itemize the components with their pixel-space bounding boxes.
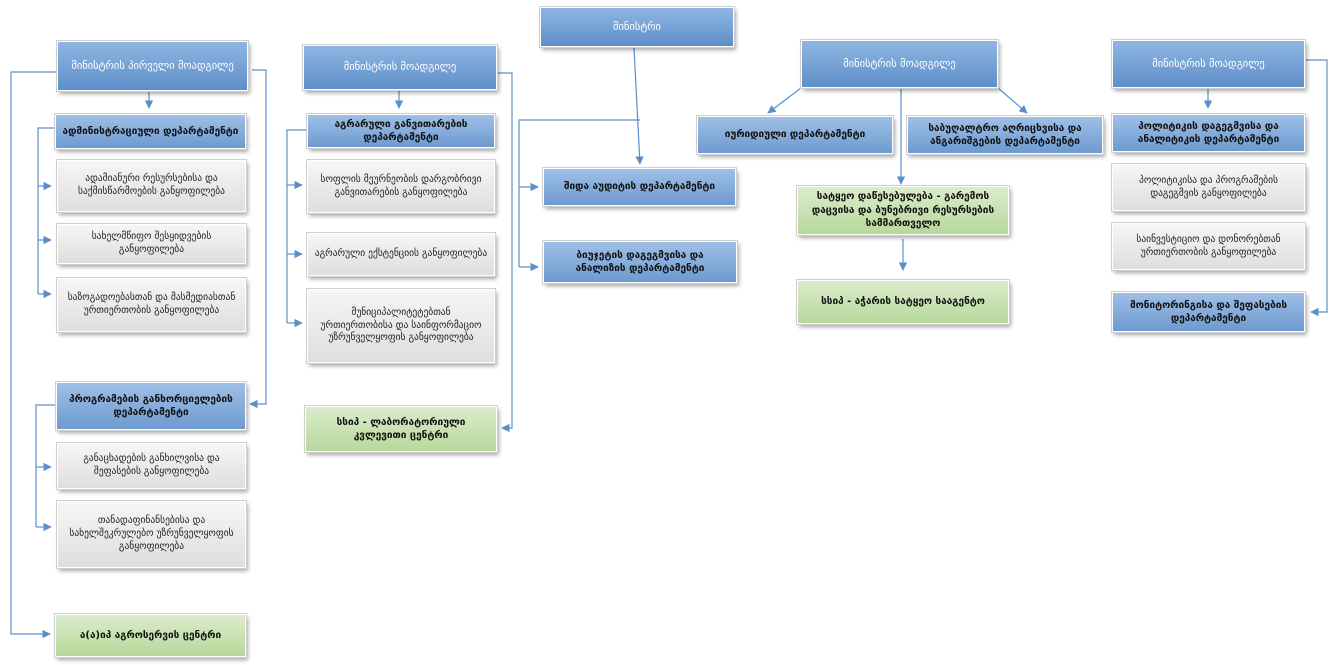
audit-dept-box: შიდა აუდიტის დეპარტამენტი	[543, 168, 736, 206]
lab-center-label: სსიპ - ლაბორატორიული კვლევითი ცენტრი	[336, 416, 466, 442]
procurement-division-label: სახელმწიფო შესყიდვების განყოფილება	[91, 231, 212, 255]
line-agrarian-branch	[286, 129, 307, 323]
line-admin-branch	[37, 127, 61, 294]
policy-planning-division-box: პოლიტიკისა და პროგრამების დაგეგმვის განყ…	[1112, 164, 1305, 211]
applications-division-box: განაცხადების განხილვისა და შეფასების გან…	[57, 443, 246, 489]
line-deputy1-to-programs	[249, 69, 267, 409]
monitoring-dept-box: მონიტორინგისა და შეფასების დეპარტამენტი	[1112, 292, 1305, 332]
legal-dept-box: იურიდიული დეპარტამენტი	[697, 116, 893, 154]
line-deputy3-to-legal	[767, 87, 802, 114]
line-minister-to-audit	[633, 47, 644, 165]
forestry-box: სატყეო დაწესებულება - გარემოს დაცვისა და…	[797, 186, 1009, 235]
deputy-2-label: მინისტრის მოადგილე	[343, 61, 457, 74]
admin-dept-box: ადმინისტრაციული დეპარტამენტი	[55, 114, 246, 149]
programs-dept-label: პროგრამების განხორციელების დეპარტამენტი	[69, 393, 233, 419]
hr-division-label: ადამიანური რესურსებისა და საქმისწარმოები…	[77, 173, 225, 197]
monitoring-dept-label: მონიტორინგისა და შეფასების დეპარტამენტი	[1129, 299, 1288, 325]
forest-agency-box: სსიპ - აჭარის სატყეო სააგენტო	[797, 280, 1009, 324]
accounting-dept-label: საბუღალტრო აღრიცხვისა და ანგარიშგების დე…	[928, 122, 1082, 148]
policy-planning-division-label: პოლიტიკისა და პროგრამების დაგეგმვის განყ…	[1139, 174, 1278, 199]
line-minister-branch	[518, 119, 640, 267]
minister-label: მინისტრი	[613, 20, 661, 33]
budget-dept-label: ბიუჯეტის დაგეგმვისა და ანალიზის დეპარტამ…	[575, 249, 705, 275]
agrarian-dept-box: აგრარული განვითარების დეპარტამენტი	[307, 114, 495, 148]
minister-box: მინისტრი	[540, 7, 734, 47]
first-deputy-box: მინისტრის პირველი მოადგილე	[57, 41, 248, 91]
pr-division-box: საზოგადოებასთან და მასმედიასთან ურთიერთო…	[57, 278, 246, 332]
audit-dept-label: შიდა აუდიტის დეპარტამენტი	[563, 181, 716, 193]
line-deputy3-to-accounting	[997, 87, 1028, 114]
line-programs-branch	[35, 404, 56, 527]
line-deputy1-to-agroservice	[10, 71, 57, 639]
deputy-4-label: მინისტრის მოადგილე	[1152, 57, 1265, 70]
admin-dept-label: ადმინისტრაციული დეპარტამენტი	[62, 125, 239, 137]
line-deputy2-to-lab	[497, 72, 513, 433]
hr-division-box: ადამიანური რესურსებისა და საქმისწარმოები…	[57, 160, 246, 212]
municipal-division-box: მუნიციპალიტეტებთან ურთიერთობისა და საინფ…	[307, 289, 495, 363]
policy-dept-label: პოლიტიკის დაგეგმვისა და ანალიტიკის დეპარ…	[1137, 120, 1280, 146]
deputy-3-label: მინისტრის მოადგილე	[843, 57, 956, 70]
investment-division-box: საინვესტიციო და დონორებთან ურთიერთობის გ…	[1112, 223, 1305, 270]
cofinancing-division-box: თანადაფინანსებისა და სახელშეკრულებო უზრუ…	[57, 501, 246, 568]
first-deputy-label: მინისტრის პირველი მოადგილე	[71, 59, 234, 72]
lab-center-box: სსიპ - ლაბორატორიული კვლევითი ცენტრი	[305, 406, 497, 452]
applications-division-label: განაცხადების განხილვისა და შეფასების გან…	[83, 453, 220, 477]
cofinancing-division-label: თანადაფინანსებისა და სახელშეკრულებო უზრუ…	[69, 515, 234, 552]
agroservice-center-label: ა(ა)იპ აგროსერვის ცენტრი	[79, 629, 222, 641]
extension-division-box: აგრარული ექსტენციის განყოფილება	[307, 233, 495, 276]
pr-division-label: საზოგადოებასთან და მასმედიასთან ურთიერთო…	[67, 292, 236, 316]
procurement-division-box: სახელმწიფო შესყიდვების განყოფილება	[57, 224, 246, 264]
forest-agency-label: სსიპ - აჭარის სატყეო სააგენტო	[821, 296, 985, 308]
accounting-dept-box: საბუღალტრო აღრიცხვისა და ანგარიშგების დე…	[907, 116, 1103, 154]
programs-dept-box: პროგრამების განხორციელების დეპარტამენტი	[56, 382, 246, 430]
forestry-label: სატყეო დაწესებულება - გარემოს დაცვისა და…	[811, 191, 995, 230]
deputy-3-box: მინისტრის მოადგილე	[801, 40, 998, 88]
policy-dept-box: პოლიტიკის დაგეგმვისა და ანალიტიკის დეპარ…	[1112, 114, 1305, 152]
budget-dept-box: ბიუჯეტის დაგეგმვისა და ანალიზის დეპარტამ…	[543, 241, 737, 283]
extension-division-label: აგრარული ექსტენციის განყოფილება	[314, 248, 488, 260]
municipal-division-label: მუნიციპალიტეტებთან ურთიერთობისა და საინფ…	[320, 306, 482, 344]
investment-division-label: საინვესტიციო და დონორებთან ურთიერთობის გ…	[1136, 233, 1281, 258]
agrarian-dept-label: აგრარული განვითარების დეპარტამენტი	[334, 118, 468, 144]
legal-dept-label: იურიდიული დეპარტამენტი	[724, 129, 866, 141]
farms-division-box: სოფლის მეურნეობის დარგობრივი განვითარები…	[307, 160, 495, 213]
farms-division-label: სოფლის მეურნეობის დარგობრივი განვითარები…	[320, 173, 482, 198]
deputy-2-box: მინისტრის მოადგილე	[303, 45, 497, 90]
line-deputy4-to-monitoring	[1304, 59, 1328, 317]
agroservice-center-box: ა(ა)იპ აგროსერვის ცენტრი	[55, 614, 246, 657]
deputy-4-box: მინისტრის მოადგილე	[1112, 40, 1305, 88]
